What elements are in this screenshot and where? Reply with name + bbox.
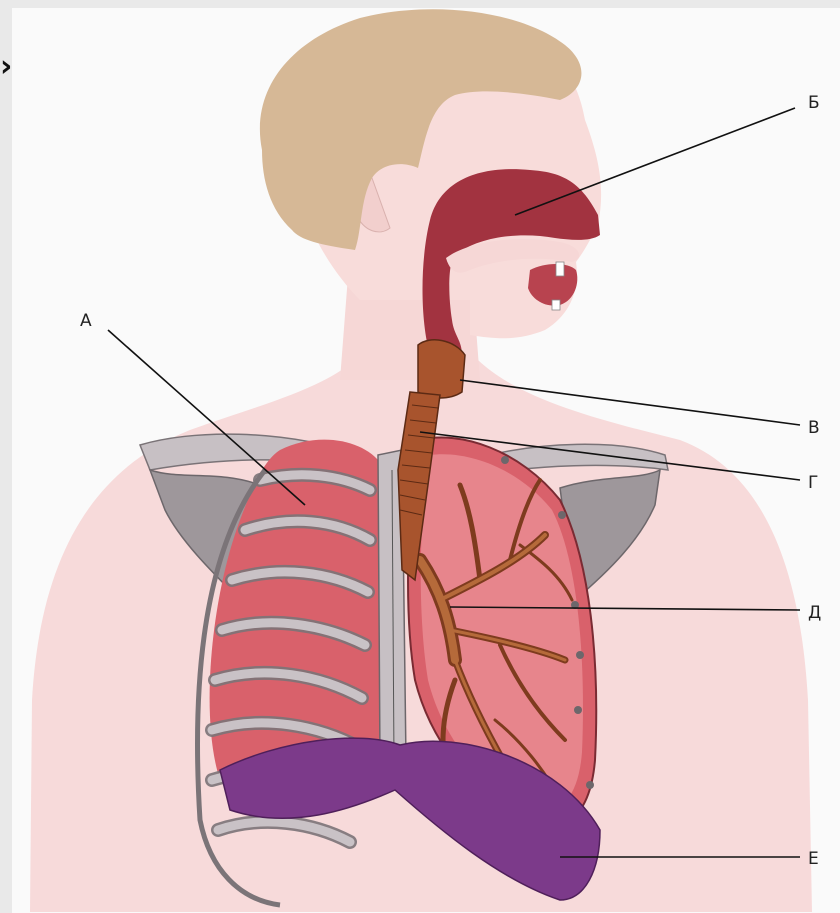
label-v: В — [808, 418, 820, 438]
label-e: Е — [808, 849, 819, 869]
next-arrow-icon[interactable]: › — [0, 49, 12, 84]
label-g: Г — [808, 473, 818, 493]
label-d: Д — [808, 603, 821, 623]
label-b: Б — [808, 93, 820, 113]
label-a: А — [80, 311, 92, 331]
